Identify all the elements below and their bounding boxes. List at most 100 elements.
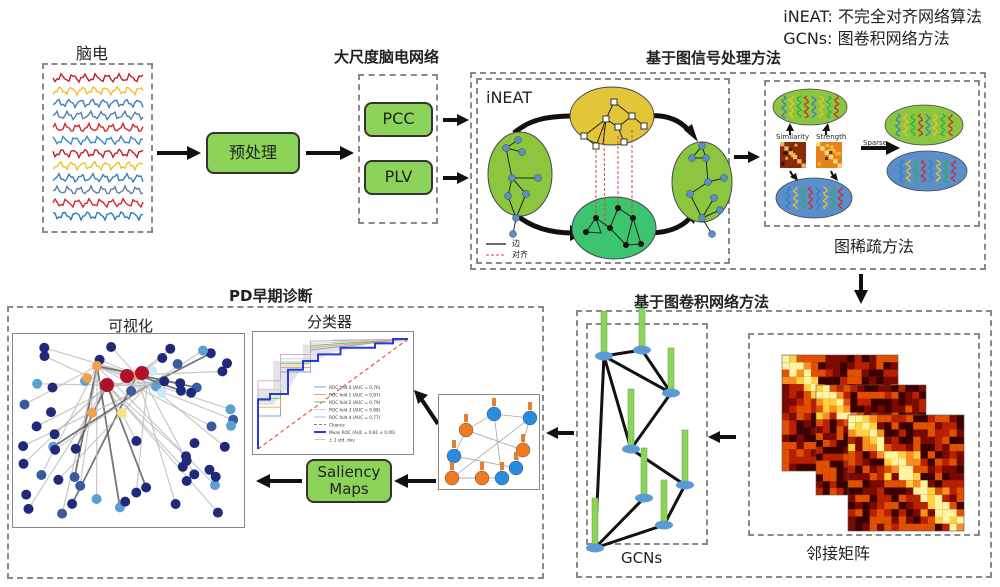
matrix-cell (862, 502, 870, 510)
matrix-cell (840, 376, 848, 385)
matrix-diagonal-cell (828, 154, 834, 160)
matrix-cell (898, 391, 906, 399)
matrix-cell (956, 509, 965, 517)
matrix-cell (837, 151, 841, 155)
matrix-cell (949, 480, 957, 488)
matrix-cell (811, 355, 819, 363)
adjacency-matrices (781, 354, 965, 532)
matrix-cell (843, 467, 851, 475)
gcns-subpanel (586, 323, 708, 545)
matrix-cell (836, 398, 844, 406)
matrix-cell (848, 458, 856, 466)
matrix-cell (796, 434, 804, 443)
matrix-cell (843, 385, 851, 392)
sparse-label: Sparse (863, 139, 888, 147)
sparse-signal-squiggle (837, 186, 844, 210)
matrix-cell (912, 391, 920, 399)
matrix-diagonal-cell (792, 154, 798, 160)
matrix-cell (869, 422, 878, 430)
matrix-cell (816, 419, 823, 427)
matrix-cell (935, 429, 943, 437)
sparse-signal-squiggle (909, 113, 916, 137)
matrix-cell (848, 473, 856, 481)
matrix-cell (877, 415, 885, 423)
matrix-cell (811, 405, 819, 414)
matrix-cell (884, 436, 892, 445)
network-node (226, 420, 236, 431)
matrix-cell (828, 149, 832, 153)
matrix-cell (829, 453, 837, 461)
matrix-cell (789, 463, 797, 472)
matrix-cell (782, 151, 786, 155)
node-feature-icon (514, 452, 518, 460)
sparse-ellipse-blue-right (886, 150, 968, 192)
matrix-cell (803, 369, 812, 377)
matrix-cell (906, 480, 914, 488)
matrix-cell (848, 429, 856, 437)
matrix-cell (822, 440, 830, 447)
matrix-cell (822, 467, 830, 475)
matrix-cell (833, 149, 837, 153)
matrix-cell (942, 523, 950, 532)
matrix-cell (782, 398, 790, 406)
matrix-cell (905, 405, 913, 413)
eeg-channel-trace (52, 197, 144, 209)
matrix-cell (906, 458, 914, 466)
network-node (157, 353, 168, 363)
roc-legend-entry: ROC fold 4 (AUC = 0.77) (329, 415, 381, 420)
matrix-cell (927, 494, 936, 503)
matrix-cell (920, 509, 928, 517)
network-edge (106, 384, 147, 488)
matrix-cell (905, 398, 913, 406)
matrix-cell (935, 487, 943, 495)
sparse-signal-squiggle (830, 186, 837, 210)
matrix-cell (905, 391, 913, 399)
matrix-cell (912, 398, 920, 406)
matrix-cell (891, 422, 899, 430)
matrix-cell (836, 453, 844, 461)
matrix-cell (884, 429, 892, 437)
matrix-cell (877, 465, 885, 474)
sparse-signal-squiggle (807, 186, 814, 210)
adjacency-subpanel (748, 333, 980, 536)
network-node (69, 472, 80, 482)
arrow-preprocess-to-network (306, 146, 354, 160)
matrix-cell (836, 385, 844, 392)
matrix-cell (891, 487, 899, 495)
matrix-cell (843, 391, 851, 399)
gcn-node (655, 520, 673, 530)
sparse-signal-squiggle (826, 95, 833, 119)
matrix-cell (956, 502, 965, 510)
eeg-channel-trace (52, 121, 144, 133)
network-node (181, 476, 192, 486)
matrix-cell (912, 405, 920, 413)
matrix-cell (796, 463, 804, 472)
network-edge (146, 352, 212, 387)
matrix-cell (829, 398, 837, 406)
gcn-panel (576, 310, 992, 578)
matrix-cell (794, 143, 798, 147)
sparse-signal-squiggle (902, 113, 909, 137)
matrix-cell (789, 369, 797, 377)
matrix-cell (847, 362, 855, 370)
graph-edge (465, 429, 524, 451)
sparse-signal-squiggle (795, 95, 802, 119)
eeg-channel-trace (52, 98, 144, 110)
matrix-cell (956, 458, 965, 466)
matrix-cell (843, 474, 851, 482)
arrow-graph-to-saliency (394, 474, 436, 488)
matrix-cell (862, 465, 870, 474)
matrix-cell (790, 154, 794, 158)
matrix-cell (877, 494, 885, 503)
network-node (165, 343, 176, 354)
network-node (75, 480, 86, 491)
roc-legend-entry: ROC fold 1 (AUC = 0.87) (329, 393, 381, 398)
matrix-cell (796, 376, 804, 385)
sparse-panel (764, 80, 980, 227)
matrix-cell (898, 422, 907, 430)
matrix-cell (803, 427, 812, 435)
abbrev-gcns: GCNs: 图卷积网络方法 (783, 29, 950, 48)
ineat-arrow-top-left (512, 113, 577, 135)
matrix-cell (891, 436, 899, 445)
matrix-cell (877, 458, 885, 466)
